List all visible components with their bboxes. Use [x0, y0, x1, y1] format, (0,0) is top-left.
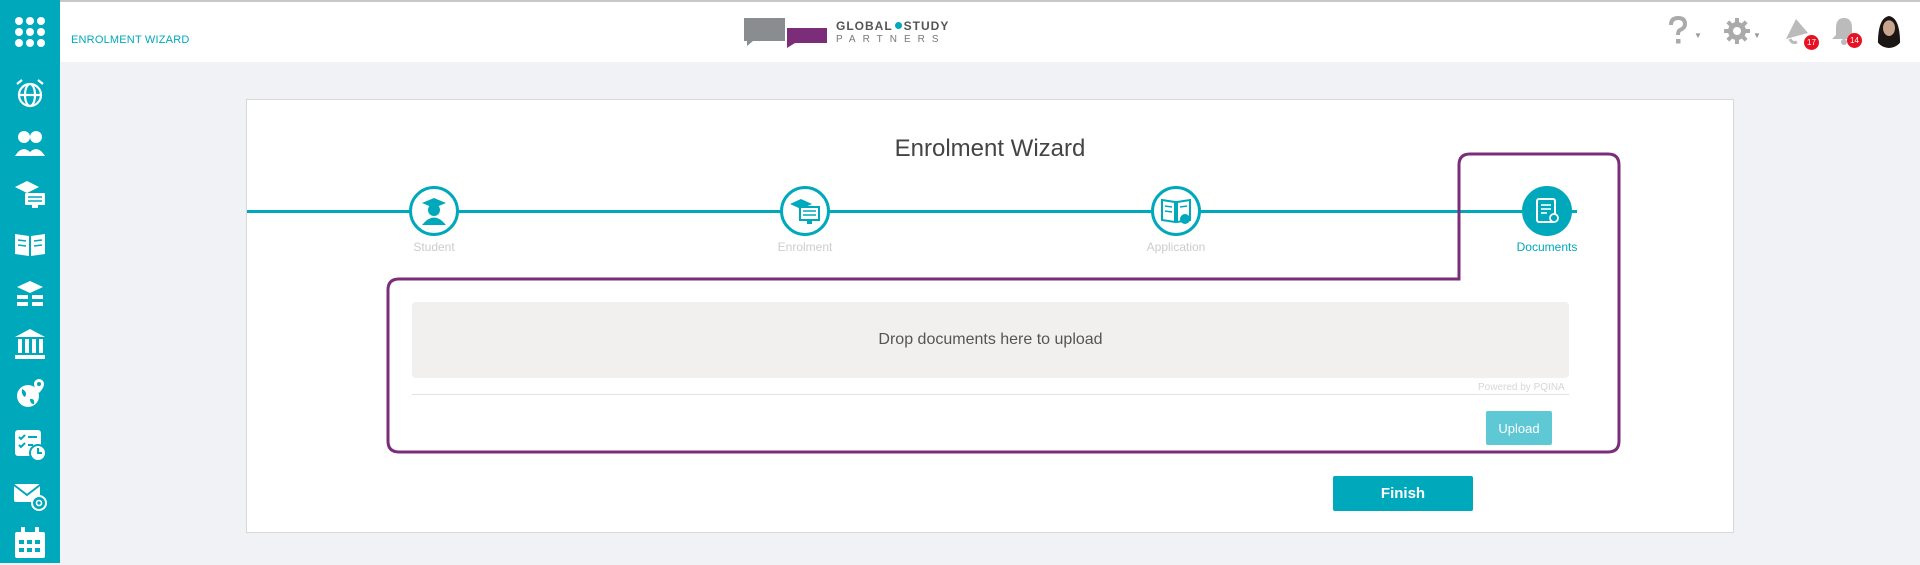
institution-icon[interactable] [0, 322, 60, 366]
step-application-label: Application [1146, 240, 1206, 254]
upload-button[interactable]: Upload [1486, 411, 1552, 445]
open-book-icon[interactable] [0, 222, 60, 266]
document-dropzone[interactable]: Drop documents here to upload [412, 302, 1569, 378]
logo-dot-icon [894, 22, 902, 29]
checklist-clock-icon[interactable] [0, 423, 60, 467]
settings-caret-icon[interactable]: ▼ [1753, 31, 1761, 40]
help-caret-icon[interactable]: ▼ [1694, 31, 1702, 40]
step-enrolment-label: Enrolment [777, 240, 833, 254]
logo-text-line2: PARTNERS [836, 34, 946, 45]
open-book-globe-icon [1161, 198, 1191, 224]
step-enrolment[interactable]: Enrolment [745, 186, 865, 254]
announcements-badge: 17 [1804, 35, 1819, 50]
sidebar [0, 0, 60, 563]
avatar[interactable] [1875, 12, 1903, 48]
gear-icon[interactable] [1723, 17, 1751, 45]
breadcrumb[interactable]: ENROLMENT WIZARD [71, 34, 190, 46]
wizard-title: Enrolment Wizard [894, 135, 1086, 162]
user-avatar-icon [1875, 12, 1903, 48]
stacked-caps-icon[interactable] [0, 272, 60, 316]
globe-icon[interactable] [0, 71, 60, 115]
powered-by-link[interactable]: Powered by PQINA [1478, 382, 1565, 393]
step-documents-label: Documents [1516, 240, 1578, 254]
step-application-circle[interactable] [1151, 186, 1201, 236]
apps-grid-icon[interactable] [0, 10, 60, 54]
graduate-screen-icon [790, 199, 820, 224]
logo-text-line1: GLOBAL STUDY [836, 19, 949, 33]
graduate-user-icon [422, 198, 446, 225]
top-bar: ENROLMENT WIZARD [60, 0, 1920, 62]
speech-bubbles-logo-icon [744, 18, 827, 48]
step-documents[interactable]: Documents [1487, 186, 1607, 254]
logo-text-global: GLOBAL [836, 19, 893, 33]
graduate-screen-icon[interactable] [0, 172, 60, 216]
step-documents-circle[interactable] [1522, 186, 1572, 236]
step-student-label: Student [413, 240, 455, 254]
notifications-badge: 14 [1847, 33, 1862, 48]
logo-text-study: STUDY [903, 19, 950, 33]
step-enrolment-circle[interactable] [780, 186, 830, 236]
finish-button[interactable]: Finish [1333, 476, 1473, 511]
calendar-icon[interactable] [0, 521, 60, 565]
question-icon[interactable] [1668, 16, 1688, 46]
students-icon[interactable] [0, 121, 60, 165]
step-student-circle[interactable] [409, 186, 459, 236]
dropzone-divider [412, 394, 1569, 395]
dropzone-text: Drop documents here to upload [878, 331, 1103, 348]
email-at-icon[interactable] [0, 473, 60, 517]
location-globe-icon[interactable] [0, 372, 60, 416]
certificate-icon [1536, 198, 1559, 223]
step-student[interactable]: Student [374, 186, 494, 254]
megaphone-icon[interactable] [1782, 15, 1812, 45]
step-application[interactable]: Application [1116, 186, 1236, 254]
